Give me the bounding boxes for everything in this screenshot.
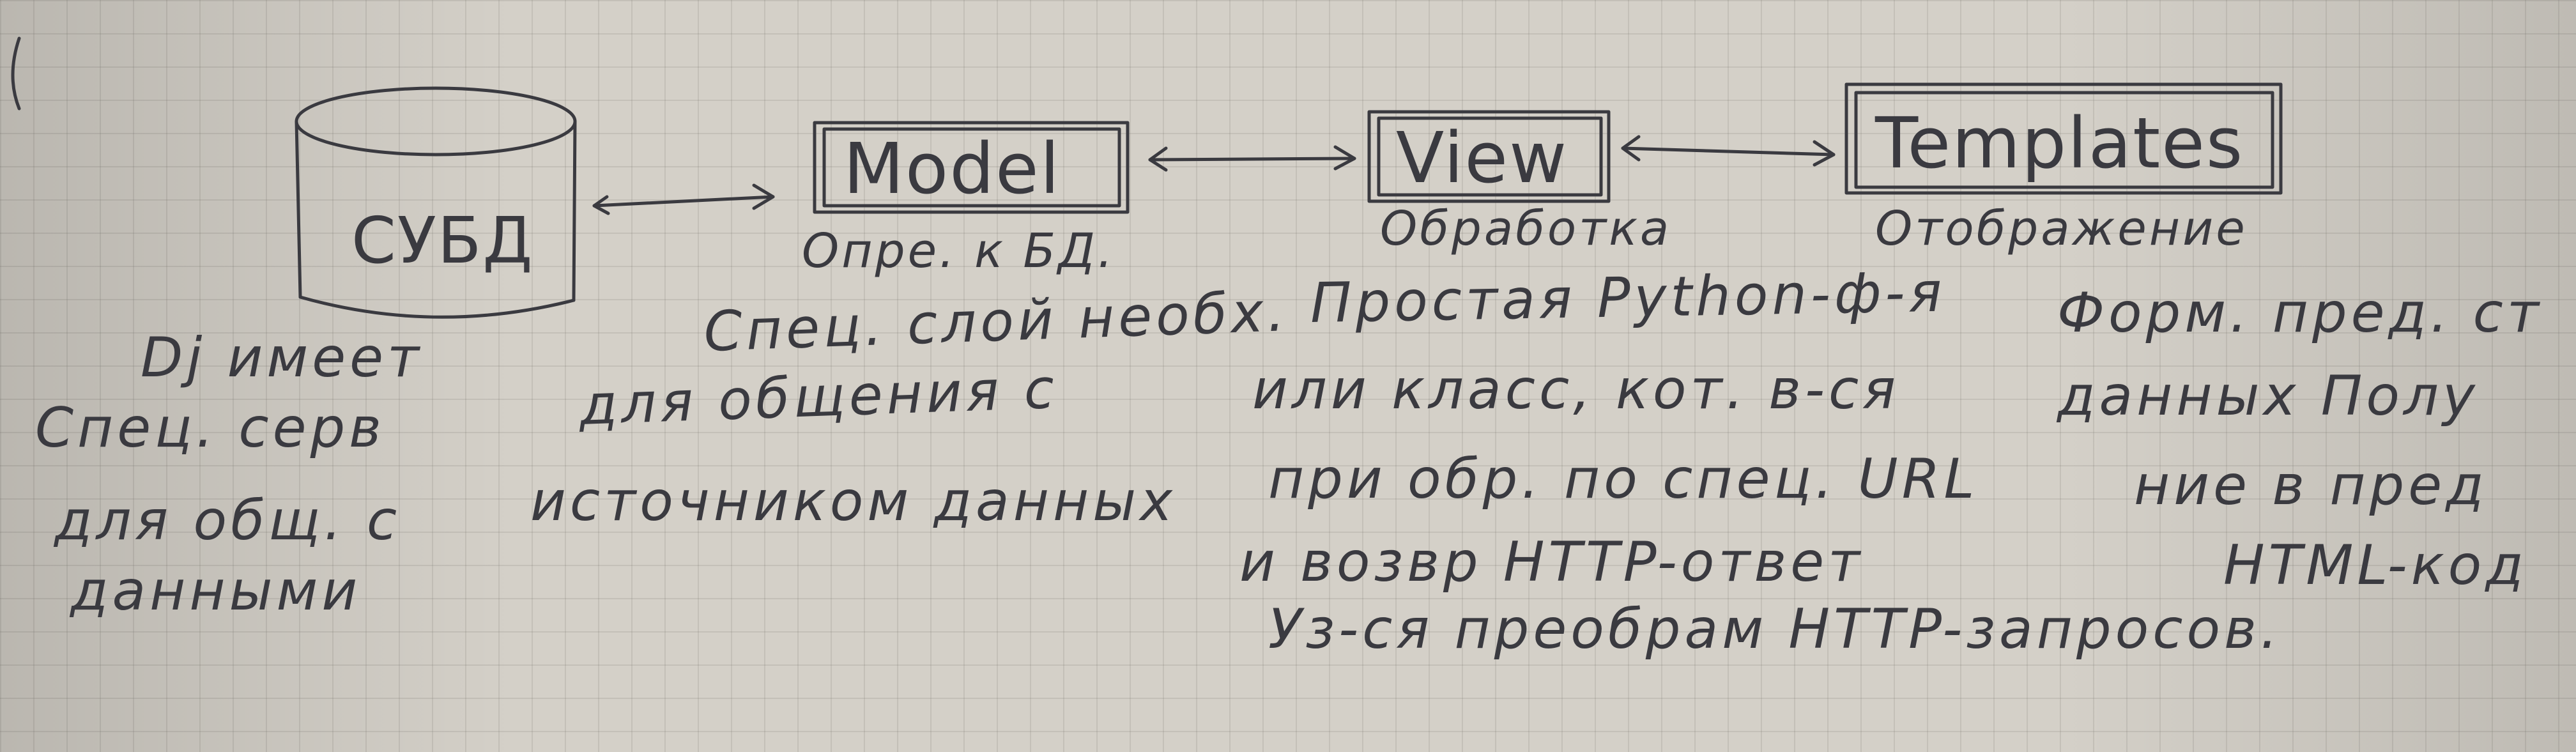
view-label: View (1396, 117, 1568, 199)
arrow-view-templates (1621, 135, 1836, 167)
model-note-line-3: источником данных (530, 470, 1177, 533)
templates-note-line-2: данных Полу (2057, 364, 2479, 428)
view-note-line-3: при обр. по спец. URL (1268, 447, 1979, 511)
model-label: Model (843, 128, 1061, 210)
db-note-line-2: Спец. серв (35, 396, 385, 460)
templates-note-line-3: ние в пред (2134, 454, 2488, 518)
arrow-model-view (1148, 145, 1356, 172)
model-box-frame (813, 121, 1130, 214)
templates-note-line-1: Форм. пред. ст (2057, 281, 2543, 345)
view-note-line-2: или класс, кот. в-ся (1252, 358, 1900, 422)
arrow-db-model (592, 183, 775, 215)
view-caption: Обработка (1380, 201, 1672, 256)
templates-box-frame (1844, 82, 2283, 195)
templates-note-line-4: HTML-код (2223, 533, 2527, 597)
view-note-line-4: и возвр HTTP-ответ (1239, 530, 1864, 594)
db-label: СУБД (351, 203, 534, 278)
templates-caption: Отображение (1875, 201, 2248, 256)
view-box-frame (1367, 110, 1611, 203)
templates-label: Templates (1875, 102, 2244, 184)
model-caption: Опре. к БД. (802, 224, 1116, 279)
db-note-line-1: Dj имеет (141, 326, 424, 390)
view-note-line-5: Уз-ся преобрaм HTTP-запросов. (1268, 597, 2282, 661)
db-note-line-3: для общ. с (54, 489, 401, 553)
db-cylinder (295, 86, 577, 319)
margin-mark (11, 36, 21, 111)
db-note-line-4: данными (70, 559, 362, 623)
view-note-line-1: Простая Python-ф-я (1310, 260, 1947, 335)
